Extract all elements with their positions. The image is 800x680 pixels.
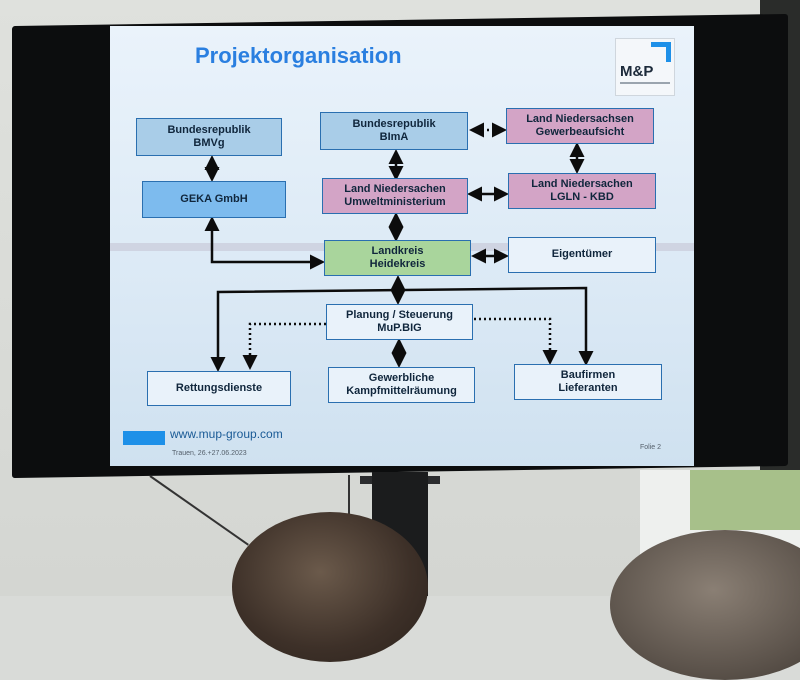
box-land-gewerbeaufsicht: Land Niedersachsen Gewerbeaufsicht xyxy=(506,108,654,144)
box-land-lgln-kbd: Land Niedersachen LGLN - KBD xyxy=(508,173,656,209)
box-geka-gmbh: GEKA GmbH xyxy=(142,181,286,218)
logo-corner-mark xyxy=(651,42,671,62)
box-baufirmen-lieferanten: Baufirmen Lieferanten xyxy=(514,364,662,400)
presentation-slide: Projektorganisation M&P xyxy=(110,26,694,466)
box-rettungsdienste: Rettungsdienste xyxy=(147,371,291,406)
footer-date: Trauen, 26.+27.06.2023 xyxy=(172,450,247,457)
slide-page-number: Folie 2 xyxy=(640,444,662,451)
box-eigentuemer: Eigentümer xyxy=(508,237,656,273)
logo-text: M&P xyxy=(620,63,654,80)
company-logo: M&P xyxy=(615,38,675,96)
logo-subline xyxy=(620,82,670,84)
window-outside-view xyxy=(690,470,800,530)
slide-title: Projektorganisation xyxy=(195,43,402,68)
audience-head xyxy=(232,512,428,662)
box-land-umweltministerium: Land Niedersachen Umweltministerium xyxy=(322,178,468,214)
arrow-geka-landkreis xyxy=(204,216,325,270)
arrow-bus-rettung-baufirmen xyxy=(210,286,594,372)
cable xyxy=(348,475,350,515)
box-planung-steuerung: Planung / Steuerung MuP.BIG xyxy=(326,304,473,340)
box-bundesrepublik-bmvg: Bundesrepublik BMVg xyxy=(136,118,282,156)
org-chart-connectors xyxy=(204,122,594,372)
dotted-planung-rettung xyxy=(242,322,326,370)
box-bundesrepublik-bima: Bundesrepublik BImA xyxy=(320,112,468,150)
footer-url: www.mup-group.com xyxy=(170,427,283,441)
footer-accent-bar xyxy=(123,431,165,445)
box-kampfmittelraeumung: Gewerbliche Kampfmittelräumung xyxy=(328,367,475,403)
dotted-planung-baufirmen xyxy=(474,317,558,365)
box-landkreis-heidekreis: Landkreis Heidekreis xyxy=(324,240,471,276)
